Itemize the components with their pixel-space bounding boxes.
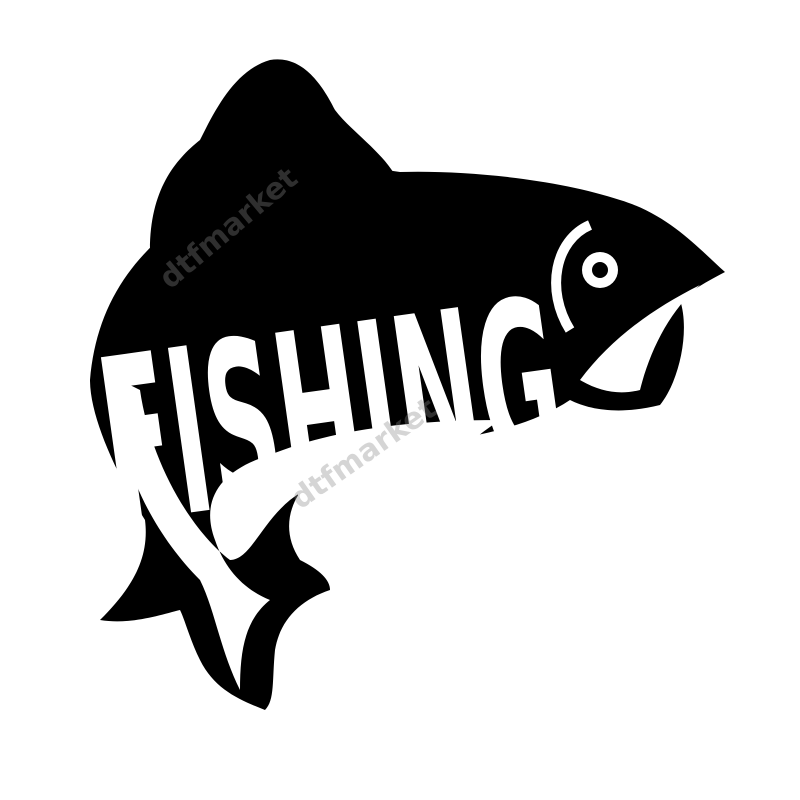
fish-silhouette (90, 59, 725, 710)
eye-pupil (592, 262, 608, 278)
gill (551, 220, 593, 333)
mouth (580, 285, 700, 393)
belly-band (118, 380, 555, 690)
logo-word: FISHING (86, 250, 578, 577)
